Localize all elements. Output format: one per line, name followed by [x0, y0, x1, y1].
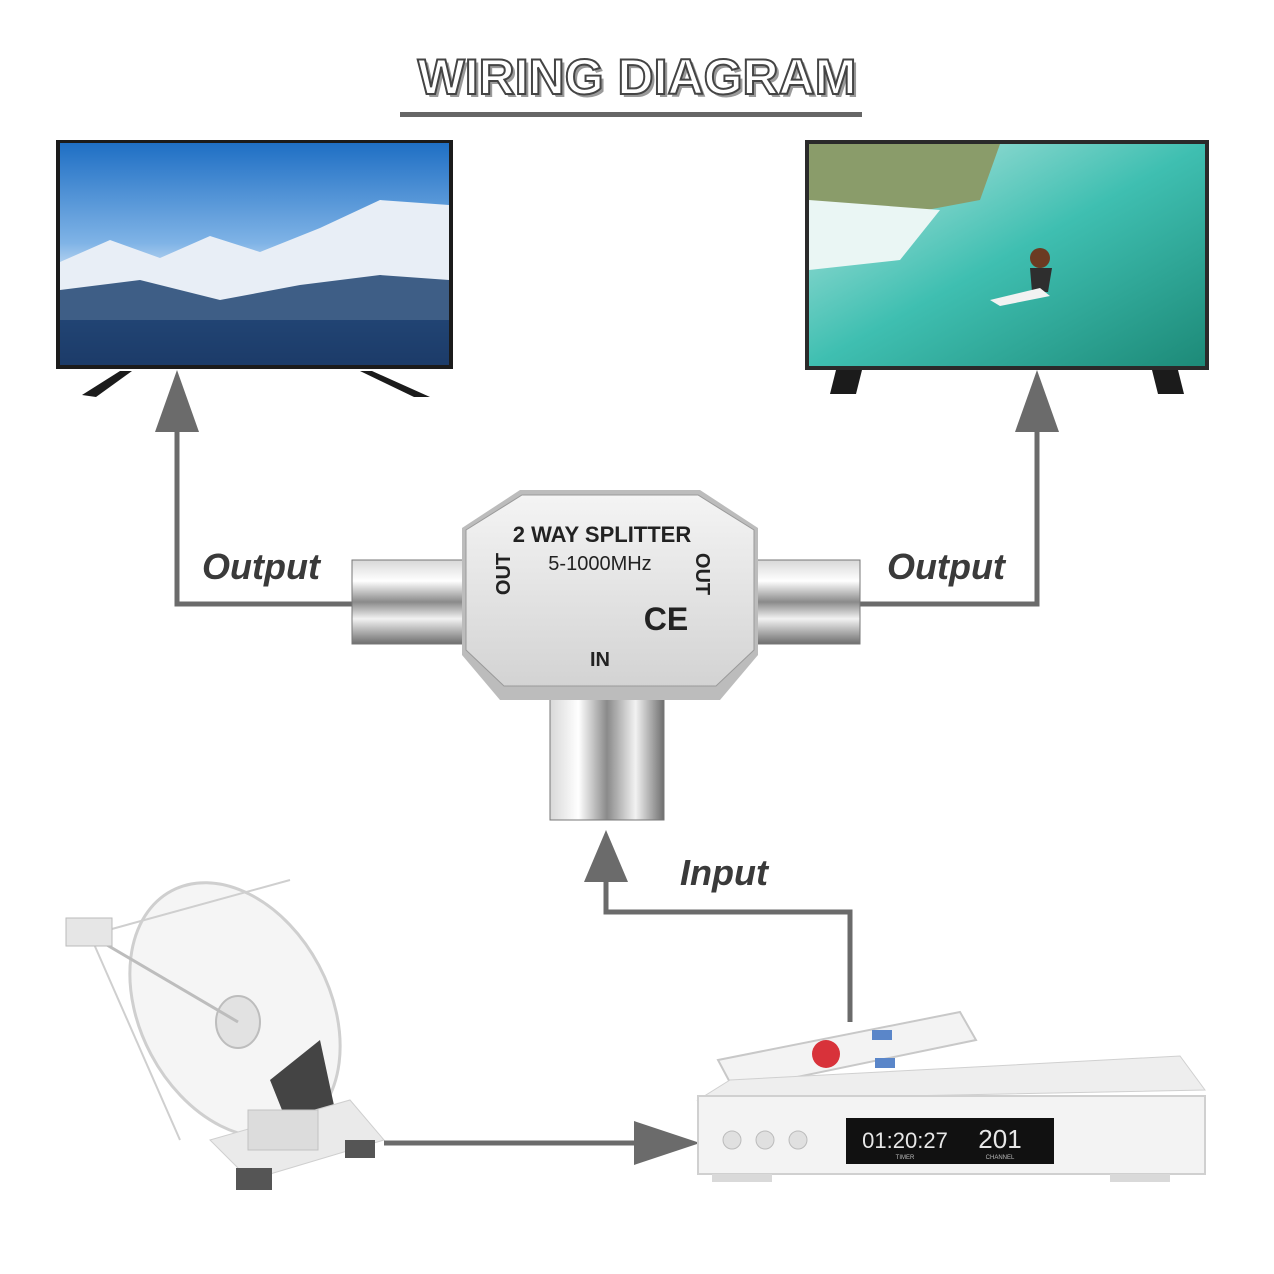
label-input: Input: [680, 852, 768, 893]
connection-lines: [174, 430, 1040, 1146]
arrowhead-receiver: [634, 1121, 700, 1165]
line-output-left: [174, 430, 352, 607]
receiver-channel: 201: [978, 1124, 1021, 1154]
label-output-left: Output: [202, 546, 320, 587]
tv-right: [805, 140, 1209, 394]
tv-left: [56, 140, 453, 397]
title-underline: [400, 112, 862, 117]
port-out-right-label: OUT: [691, 553, 713, 595]
splitter-freq: 5-1000MHz: [548, 553, 651, 575]
arrowhead-splitter-in: [584, 830, 628, 882]
diagram-title: WIRING DIAGRAM: [417, 48, 858, 106]
arrowheads: [155, 370, 1059, 1165]
line-output-right: [858, 430, 1040, 607]
arrowhead-left-tv: [155, 370, 199, 432]
arrowhead-right-tv: [1015, 370, 1059, 432]
receiver-time: 01:20:27: [862, 1128, 948, 1153]
port-out-left-label: OUT: [493, 553, 515, 595]
remote-control: [716, 1010, 978, 1092]
splitter-device: 2 WAY SPLITTER 5-1000MHz OUT OUT IN CE: [351, 490, 861, 821]
splitter-name: 2 WAY SPLITTER: [513, 522, 692, 547]
line-input: [603, 880, 853, 1022]
satellite-dish: [65, 879, 385, 1190]
ce-mark: CE: [644, 601, 688, 637]
port-in-label: IN: [590, 649, 610, 671]
label-output-right: Output: [887, 546, 1005, 587]
receiver-box: 01:20:27 TIMER 201 CHANNEL: [696, 1055, 1206, 1182]
receiver-time-caption: TIMER: [896, 1155, 915, 1161]
receiver-channel-caption: CHANNEL: [986, 1155, 1015, 1161]
